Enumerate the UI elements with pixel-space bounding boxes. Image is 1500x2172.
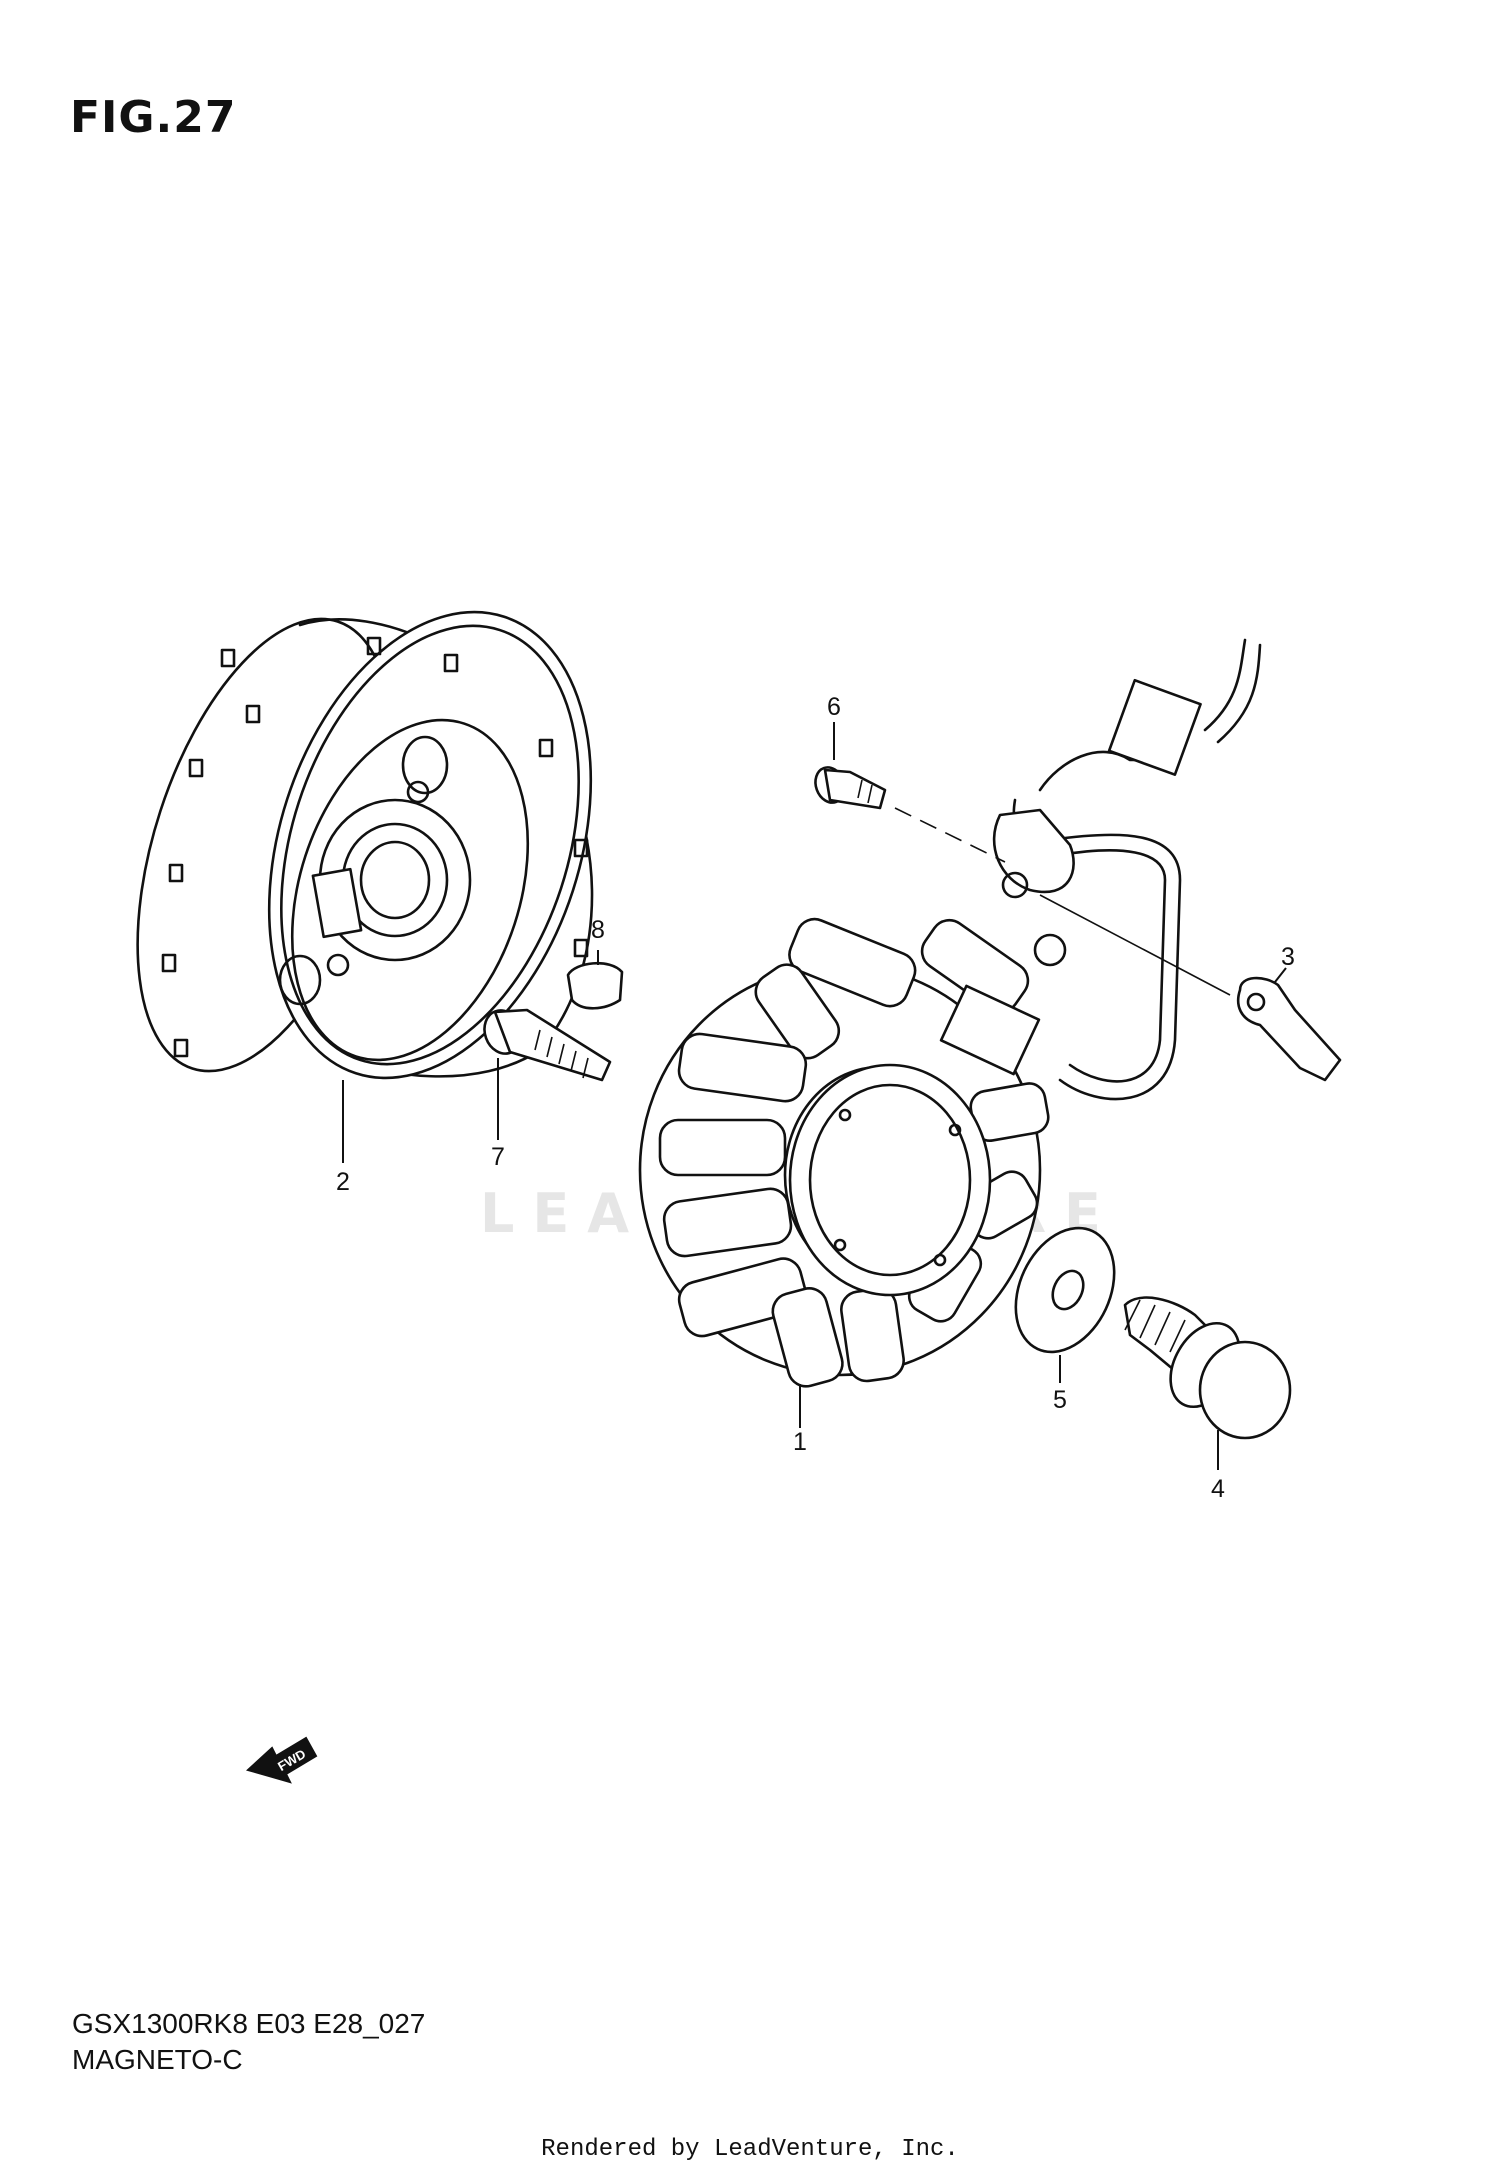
- callout-6: 6: [827, 693, 841, 721]
- washer-part[interactable]: [997, 1212, 1134, 1383]
- callout-5: 5: [1053, 1386, 1067, 1414]
- callout-3: 3: [1281, 943, 1295, 971]
- stator-part[interactable]: [638, 913, 1051, 1428]
- callout-8: 8: [591, 916, 605, 944]
- long-bolt-part[interactable]: [479, 1005, 612, 1140]
- flange-bolt-part[interactable]: [1123, 1296, 1292, 1470]
- forward-arrow-icon: FWD: [246, 1736, 318, 1784]
- callout-7: 7: [491, 1143, 505, 1171]
- callout-labels: 1 2 3 4 5 6 7 8: [336, 693, 1295, 1503]
- wire-harness: [992, 638, 1262, 1101]
- model-code: GSX1300RK8 E03 E28_027: [72, 2008, 426, 2039]
- callout-1: 1: [793, 1428, 807, 1456]
- clamp-part[interactable]: [1236, 967, 1342, 1082]
- figure-title: FIG.27: [70, 92, 237, 143]
- section-name: MAGNETO-C: [72, 2044, 243, 2075]
- callout-2: 2: [336, 1168, 350, 1196]
- rotor-part[interactable]: [88, 570, 647, 1163]
- small-screw-part[interactable]: [811, 722, 1231, 996]
- key-part[interactable]: [566, 950, 624, 1010]
- callout-4: 4: [1211, 1475, 1225, 1503]
- footer-credit: Rendered by LeadVenture, Inc.: [541, 2136, 959, 2163]
